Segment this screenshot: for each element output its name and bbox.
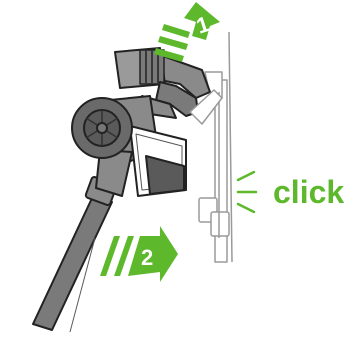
step-2-number: 2 [141, 245, 153, 270]
click-burst [236, 170, 258, 214]
wall-line [228, 31, 233, 263]
click-label: click [273, 174, 344, 210]
dock-lever [189, 89, 223, 125]
cyclone-motor [71, 97, 133, 159]
step-2-arrow [100, 226, 178, 282]
vacuum-wand [32, 176, 118, 333]
step-1-arrow [154, 2, 220, 62]
